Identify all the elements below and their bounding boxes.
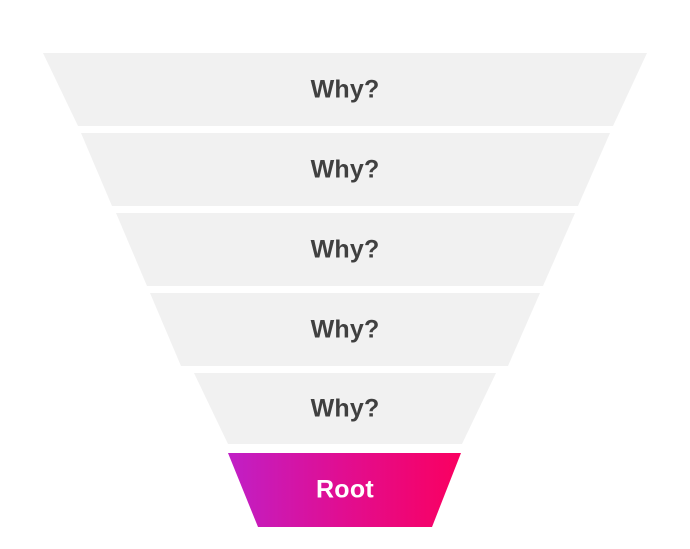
why-label-1: Why? [311, 76, 380, 104]
funnel-layer-4-why[interactable] [150, 293, 540, 366]
funnel-layer-5-why[interactable] [194, 373, 496, 444]
funnel-layer-2-why[interactable] [81, 133, 610, 206]
funnel-layer-group: Why? Why? Why? Why? Why? Root [43, 53, 647, 527]
funnel-layer-6-root[interactable] [228, 453, 461, 527]
why-label-5: Why? [311, 395, 380, 423]
why-label-3: Why? [311, 236, 380, 264]
funnel-layer-3-why[interactable] [116, 213, 575, 286]
root-label: Root [316, 476, 374, 504]
funnel-layer-1-why[interactable] [43, 53, 647, 126]
why-label-4: Why? [311, 316, 380, 344]
why-label-2: Why? [311, 156, 380, 184]
